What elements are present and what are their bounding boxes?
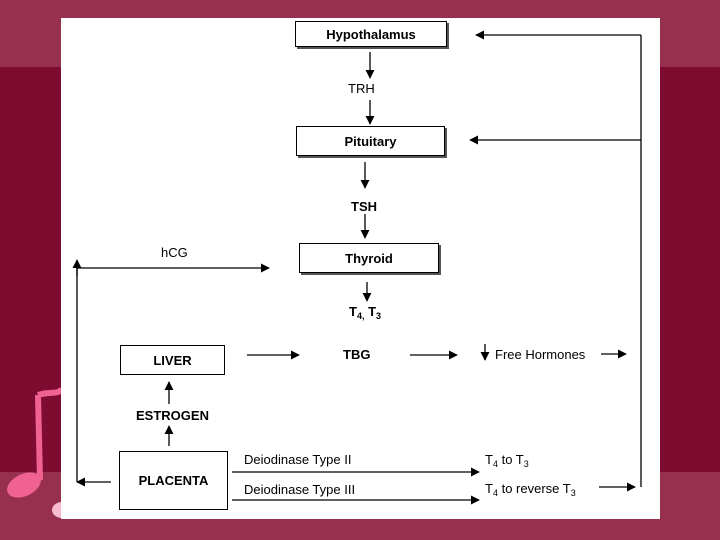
diagram-slide: Hypothalamus Pituitary Thyroid LIVER PLA…	[61, 18, 660, 519]
estrogen-label: ESTROGEN	[136, 408, 209, 423]
t4-subscript: 4	[492, 459, 498, 469]
t3-subscript: 3	[523, 459, 529, 469]
tsh-label: TSH	[351, 199, 377, 214]
to-reverse-t3-text: to reverse T	[497, 481, 571, 496]
t4-subscript: 4	[492, 488, 498, 498]
connector-layer	[72, 30, 642, 505]
trh-label: TRH	[348, 81, 375, 96]
deiodinase-type-3-label: Deiodinase Type III	[244, 482, 356, 497]
t4-to-t3-label: T4 to T3	[485, 452, 529, 469]
t4-symbol: T	[349, 304, 357, 319]
hcg-label: hCG	[161, 245, 188, 260]
hypothalamus-box: Hypothalamus	[295, 21, 447, 47]
t4-subscript: 4,	[356, 311, 365, 321]
deiodinase-type-2-label: Deiodinase Type II	[244, 452, 352, 467]
to-t3-text: to T	[497, 452, 524, 467]
t3-subscript: 3	[376, 311, 382, 321]
thyroid-box: Thyroid	[299, 243, 439, 273]
tbg-label: TBG	[343, 347, 371, 362]
t4-symbol: T	[485, 452, 493, 467]
free-hormones-label: Free Hormones	[495, 347, 586, 362]
t3-subscript: 3	[570, 488, 576, 498]
t3-symbol: T	[368, 304, 377, 319]
pituitary-box: Pituitary	[296, 126, 445, 156]
t4-to-reverse-t3-label: T4 to reverse T3	[485, 481, 576, 498]
t4-t3-label: T4, T3	[349, 304, 382, 321]
t4-symbol: T	[485, 481, 493, 496]
liver-box: LIVER	[120, 345, 225, 375]
placenta-box: PLACENTA	[119, 451, 228, 510]
